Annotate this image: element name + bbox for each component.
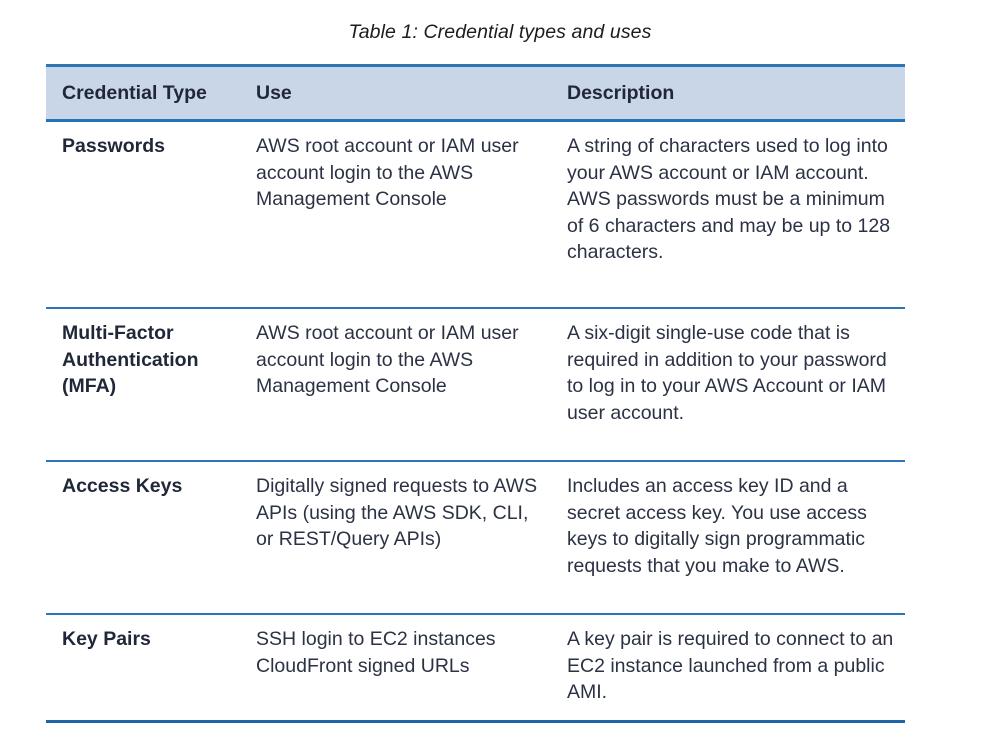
cell-use: AWS root account or IAM user account log… [251, 308, 562, 462]
column-header-description: Description [562, 64, 905, 122]
table-header-row: Credential Type Use Description [46, 64, 905, 122]
table-row: Access Keys Digitally signed requests to… [46, 461, 905, 615]
cell-description: A string of characters used to log into … [562, 120, 905, 309]
credential-table-container: Credential Type Use Description Password… [46, 64, 905, 723]
table-caption: Table 1: Credential types and uses [348, 21, 652, 43]
cell-credential-type: Key Pairs [46, 614, 251, 723]
cell-use: SSH login to EC2 instances CloudFront si… [251, 614, 562, 723]
cell-credential-type: Multi-Factor Authentication (MFA) [46, 308, 251, 462]
cell-use: Digitally signed requests to AWS APIs (u… [251, 461, 562, 615]
cell-credential-type: Access Keys [46, 461, 251, 615]
credential-types-table: Credential Type Use Description Password… [46, 64, 905, 723]
column-header-use: Use [251, 64, 562, 122]
column-header-credential-type: Credential Type [46, 64, 251, 122]
cell-use: AWS root account or IAM user account log… [251, 120, 562, 309]
cell-description: Includes an access key ID and a secret a… [562, 461, 905, 615]
table-body: Passwords AWS root account or IAM user a… [46, 120, 905, 723]
table-row: Multi-Factor Authentication (MFA) AWS ro… [46, 308, 905, 462]
table-row: Passwords AWS root account or IAM user a… [46, 120, 905, 309]
cell-description: A key pair is required to connect to an … [562, 614, 905, 723]
table-header: Credential Type Use Description [46, 64, 905, 122]
cell-description: A six-digit single-use code that is requ… [562, 308, 905, 462]
cell-credential-type: Passwords [46, 120, 251, 309]
table-row: Key Pairs SSH login to EC2 instances Clo… [46, 614, 905, 723]
